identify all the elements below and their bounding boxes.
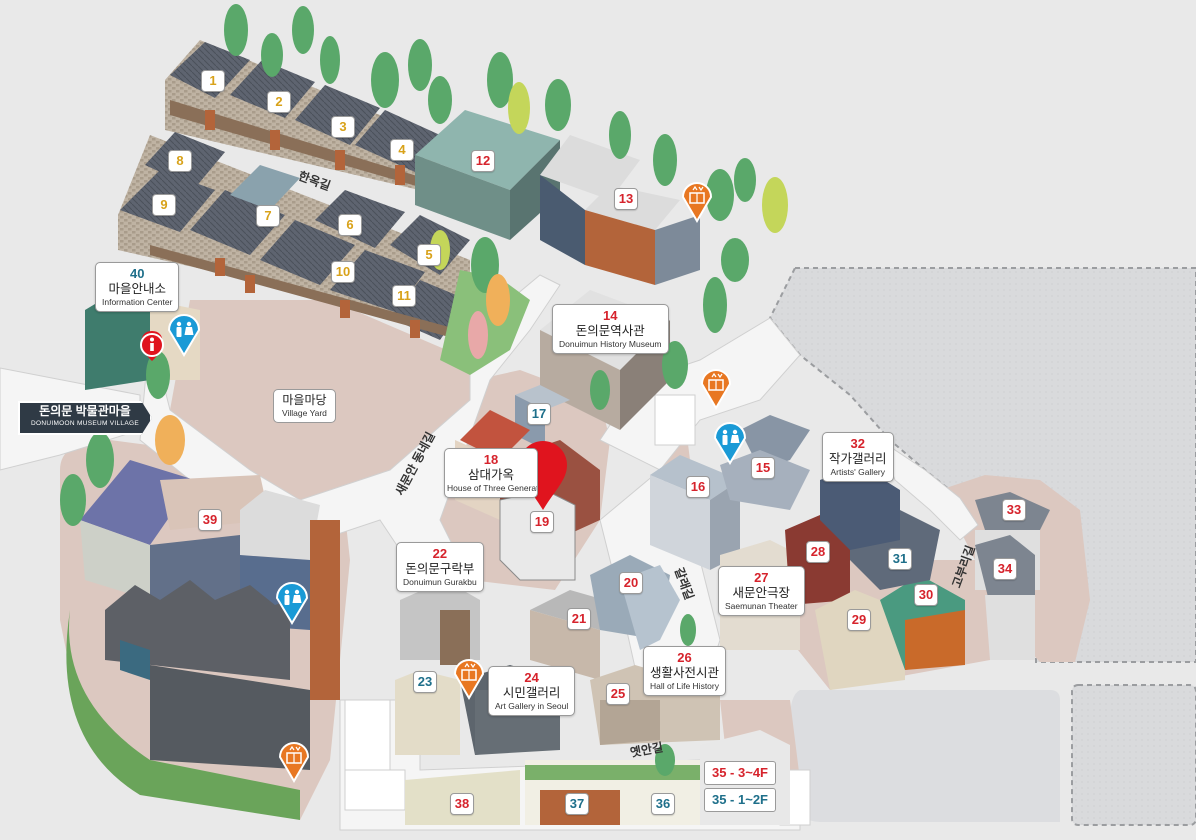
building-22-tag[interactable]: 22 돈의문구락부 Donuimun Gurakbu xyxy=(396,542,484,592)
building-32-name-ko: 작가갤러리 xyxy=(829,452,887,466)
village-yard-name-en: Village Yard xyxy=(282,408,327,418)
building-29-30-31-shape xyxy=(815,500,965,690)
building-2-label[interactable]: 2 xyxy=(267,91,291,113)
building-5-label[interactable]: 5 xyxy=(417,244,441,266)
building-31-label[interactable]: 31 xyxy=(888,548,912,570)
empty-lot-south xyxy=(790,690,1060,822)
building-40-name-en: Information Center xyxy=(102,297,173,307)
village-yard-label[interactable]: 마을마당 Village Yard xyxy=(273,389,336,423)
building-15-label[interactable]: 15 xyxy=(751,457,775,479)
elevator-icon[interactable] xyxy=(453,659,485,700)
building-32-number: 32 xyxy=(850,436,865,451)
building-26-name-ko: 생활사전시관 xyxy=(650,666,720,680)
empty-lot-southeast xyxy=(1071,684,1196,826)
building-35-upper-floors[interactable]: 35 - 3~4F xyxy=(704,761,776,785)
building-27-number: 27 xyxy=(754,570,769,585)
building-35-lower-floors[interactable]: 35 - 1~2F xyxy=(704,788,776,812)
building-26-tag[interactable]: 26 생활사전시관 Hall of Life History xyxy=(643,646,727,696)
crosswalks xyxy=(344,394,811,826)
building-4-label[interactable]: 4 xyxy=(390,139,414,161)
information-icon[interactable] xyxy=(140,331,164,361)
building-14-tag[interactable]: 14 돈의문역사관 Donuimun History Museum xyxy=(552,304,669,354)
building-26-name-en: Hall of Life History xyxy=(650,681,719,691)
building-40-tag[interactable]: 40 마을안내소 Information Center xyxy=(95,262,180,312)
building-15-16-shape xyxy=(650,415,810,570)
building-6-label[interactable]: 6 xyxy=(338,214,362,236)
building-18-name-ko: 삼대가옥 xyxy=(467,468,514,482)
building-22-name-en: Donuimun Gurakbu xyxy=(403,577,477,587)
building-40-number: 40 xyxy=(129,266,145,281)
building-32-tag[interactable]: 32 작가갤러리 Artists' Gallery xyxy=(822,432,894,482)
building-27-tag[interactable]: 27 새문안극장 Saemunan Theater xyxy=(718,566,805,616)
building-34-label[interactable]: 34 xyxy=(993,558,1017,580)
building-23-label[interactable]: 23 xyxy=(413,671,437,693)
building-33-label[interactable]: 33 xyxy=(1002,499,1026,521)
building-14-name-ko: 돈의문역사관 xyxy=(575,324,645,338)
building-27-name-en: Saemunan Theater xyxy=(725,601,798,611)
building-36-label[interactable]: 36 xyxy=(651,793,675,815)
building-18-tag[interactable]: 18 삼대가옥 House of Three Generations xyxy=(444,448,538,498)
restroom-icon[interactable] xyxy=(713,422,747,465)
building-13-shape xyxy=(540,135,700,285)
building-11-label[interactable]: 11 xyxy=(392,285,416,307)
building-12-label[interactable]: 12 xyxy=(471,150,495,172)
village-yard-name-ko: 마을마당 xyxy=(282,393,327,407)
building-32-name-en: Artists' Gallery xyxy=(830,467,886,477)
restroom-icon[interactable] xyxy=(167,314,201,357)
building-20-label[interactable]: 20 xyxy=(619,572,643,594)
building-21-label[interactable]: 21 xyxy=(567,608,591,630)
building-32-shape xyxy=(820,465,900,550)
building-19-label[interactable]: 19 xyxy=(530,511,554,533)
building-3-label[interactable]: 3 xyxy=(331,116,355,138)
building-40-name-ko: 마을안내소 xyxy=(108,282,166,296)
building-18-name-en: House of Three Generations xyxy=(447,483,537,493)
building-10-label[interactable]: 10 xyxy=(331,261,355,283)
building-37-label[interactable]: 37 xyxy=(565,793,589,815)
building-30-label[interactable]: 30 xyxy=(914,584,938,606)
building-24-name-ko: 시민갤러리 xyxy=(502,686,561,700)
building-22-number: 22 xyxy=(432,546,448,561)
building-14-number: 14 xyxy=(603,308,618,323)
elevator-icon[interactable] xyxy=(681,182,713,223)
building-22-shape xyxy=(400,580,480,665)
building-24-name-en: Art Gallery in Seoul xyxy=(495,701,569,711)
elevator-icon[interactable] xyxy=(278,742,310,783)
building-24-number: 24 xyxy=(524,670,539,685)
elevator-icon[interactable] xyxy=(700,369,732,410)
building-24-tag[interactable]: 24 시민갤러리 Art Gallery in Seoul xyxy=(488,666,576,716)
building-16-label[interactable]: 16 xyxy=(686,476,710,498)
building-39-label[interactable]: 39 xyxy=(198,509,222,531)
building-25-label[interactable]: 25 xyxy=(606,683,630,705)
trees xyxy=(60,4,788,776)
building-13-label[interactable]: 13 xyxy=(614,188,638,210)
building-22-name-ko: 돈의문구락부 xyxy=(405,562,475,576)
restroom-icon[interactable] xyxy=(275,582,309,625)
building-14-name-en: Donuimun History Museum xyxy=(559,339,662,349)
building-26-number: 26 xyxy=(677,650,692,665)
building-7-label[interactable]: 7 xyxy=(256,205,280,227)
building-28-label[interactable]: 28 xyxy=(806,541,830,563)
building-29-label[interactable]: 29 xyxy=(847,609,871,631)
building-9-label[interactable]: 9 xyxy=(152,194,176,216)
building-38-label[interactable]: 38 xyxy=(450,793,474,815)
building-39-complex-shape xyxy=(66,460,340,820)
building-17-label[interactable]: 17 xyxy=(527,403,551,425)
building-18-number: 18 xyxy=(483,452,499,467)
building-27-name-ko: 새문안극장 xyxy=(732,586,791,600)
building-8-label[interactable]: 8 xyxy=(168,150,192,172)
building-1-label[interactable]: 1 xyxy=(201,70,225,92)
